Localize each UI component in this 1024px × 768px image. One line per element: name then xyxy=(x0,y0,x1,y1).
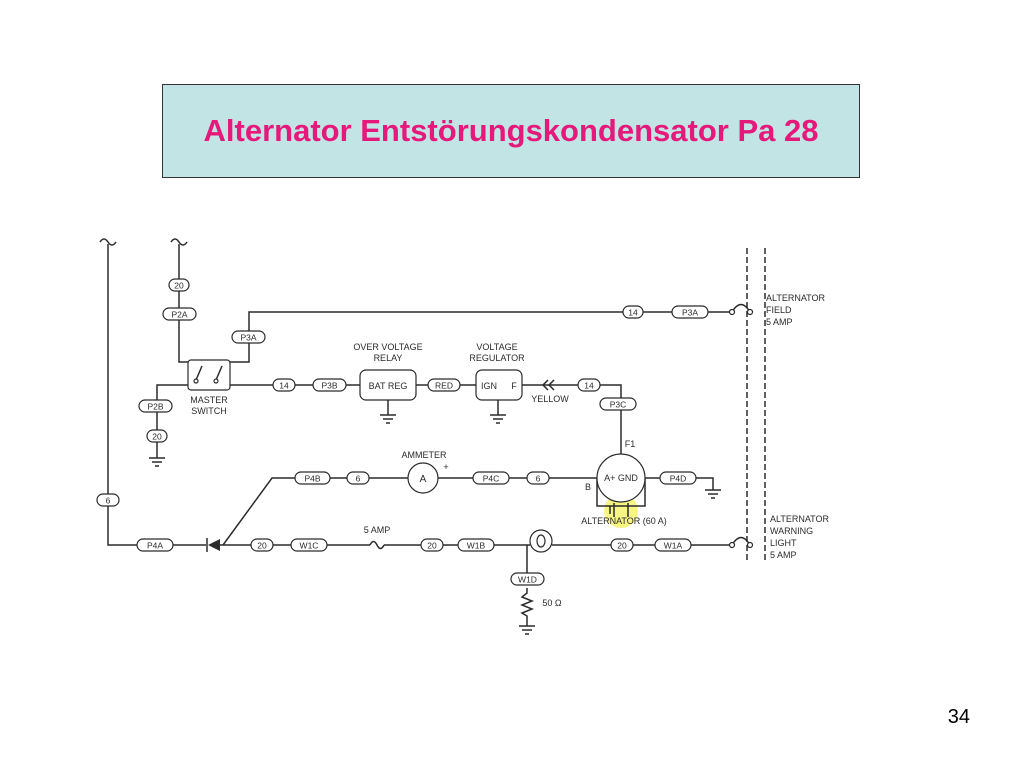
ammeter-label: AMMETER xyxy=(402,450,448,460)
wire-tag: P3A xyxy=(231,330,266,344)
svg-text:20: 20 xyxy=(152,432,162,442)
wire-tag: W1A xyxy=(654,538,692,552)
voltage-regulator: VOLTAGE REGULATOR IGN F YELLOW xyxy=(469,342,569,404)
wire-tags: 20 P2A P3A 14 P3A 14 P3B RED 14 P3C P2B … xyxy=(96,278,709,586)
svg-text:P4D: P4D xyxy=(670,474,687,484)
alternator-highlight xyxy=(604,494,638,528)
svg-text:14: 14 xyxy=(279,381,289,391)
svg-text:6: 6 xyxy=(356,474,361,484)
wire-tag: 20 xyxy=(610,538,634,552)
fuse: 5 AMP xyxy=(364,525,391,550)
svg-text:P3B: P3B xyxy=(321,381,337,391)
warning-label-1: ALTERNATOR xyxy=(770,514,830,524)
page-number: 34 xyxy=(947,706,970,728)
wire-tag: 20 xyxy=(168,278,190,292)
wire-tag: P4B xyxy=(294,471,331,485)
svg-text:6: 6 xyxy=(106,496,111,506)
ground-symbols xyxy=(149,414,721,635)
wire-tag: P4C xyxy=(472,471,510,485)
svg-text:W1C: W1C xyxy=(300,541,319,551)
wire-tag: P3A xyxy=(671,305,709,319)
resistor-label: 50 Ω xyxy=(542,598,562,608)
wire-tag: W1C xyxy=(290,538,328,552)
alternator-label: ALTERNATOR (60 A) xyxy=(581,516,667,526)
wire-tag: P3B xyxy=(312,378,347,392)
svg-text:20: 20 xyxy=(427,541,437,551)
wire-tag: 14 xyxy=(622,305,644,319)
field-label-1: ALTERNATOR xyxy=(766,293,826,303)
ovr-label-2: RELAY xyxy=(374,353,403,363)
wire-tag: 20 xyxy=(250,538,274,552)
vreg-label-1: VOLTAGE xyxy=(476,342,517,352)
wires xyxy=(99,238,732,626)
svg-text:W1D: W1D xyxy=(518,575,537,585)
breaker-labels: ALTERNATOR FIELD 5 AMP ALTERNATOR WARNIN… xyxy=(766,293,830,560)
master-switch-label-2: SWITCH xyxy=(191,406,227,416)
wire-tag: P4A xyxy=(136,538,174,552)
wire-tag: 6 xyxy=(96,493,120,507)
svg-text:RED: RED xyxy=(435,381,453,391)
svg-text:14: 14 xyxy=(628,308,638,318)
wire-tag: 14 xyxy=(272,378,296,392)
svg-text:P3A: P3A xyxy=(682,308,698,318)
alt-terminal-label: A+ GND xyxy=(604,473,638,483)
alternator: F1 A+ GND B ALTERNATOR (60 A) xyxy=(581,439,667,526)
ammeter-symbol: A xyxy=(420,474,427,485)
over-voltage-relay: OVER VOLTAGE RELAY BAT REG xyxy=(353,342,423,401)
fuse-label: 5 AMP xyxy=(364,525,391,535)
svg-text:20: 20 xyxy=(257,541,267,551)
warning-lamp xyxy=(529,529,553,553)
wire-tag: W1D xyxy=(510,572,545,586)
bat-reg-label: BAT REG xyxy=(369,381,408,391)
svg-text:6: 6 xyxy=(536,474,541,484)
wire-tag: 20 xyxy=(146,429,168,443)
wire-tag: W1B xyxy=(457,538,495,552)
title-box: Alternator Entstörungskondensator Pa 28 xyxy=(162,84,860,178)
master-switch: MASTER SWITCH xyxy=(187,359,231,416)
wire-tag: P3C xyxy=(599,397,637,411)
wire-tag: P2B xyxy=(138,399,173,413)
svg-text:P4C: P4C xyxy=(483,474,500,484)
warning-label-4: 5 AMP xyxy=(770,550,797,560)
field-label-3: 5 AMP xyxy=(766,317,793,327)
wire-tag: P2A xyxy=(162,307,197,321)
vreg-label-2: REGULATOR xyxy=(469,353,525,363)
slide-title: Alternator Entstörungskondensator Pa 28 xyxy=(203,113,819,148)
wire-tag: 20 xyxy=(420,538,444,552)
svg-text:W1A: W1A xyxy=(664,541,683,551)
warning-label-3: LIGHT xyxy=(770,538,797,548)
yellow-label: YELLOW xyxy=(531,394,569,404)
svg-text:14: 14 xyxy=(584,381,594,391)
svg-text:P3C: P3C xyxy=(610,400,627,410)
ign-label: IGN xyxy=(481,381,497,391)
diode xyxy=(206,538,220,552)
breaker-panel xyxy=(728,248,766,562)
svg-text:P4A: P4A xyxy=(147,541,163,551)
field-label-2: FIELD xyxy=(766,305,792,315)
svg-text:P3A: P3A xyxy=(240,333,256,343)
wire-tag: RED xyxy=(427,378,461,392)
svg-text:P2A: P2A xyxy=(171,310,187,320)
wire-tag: P4D xyxy=(659,471,697,485)
wire-tag: 6 xyxy=(346,471,370,485)
svg-text:W1B: W1B xyxy=(467,541,486,551)
f1-label: F1 xyxy=(625,439,636,449)
wire-tag: 14 xyxy=(577,378,601,392)
f-terminal-label: F xyxy=(511,381,517,391)
master-switch-label-1: MASTER xyxy=(190,395,228,405)
svg-text:20: 20 xyxy=(174,281,184,291)
ammeter: AMMETER A + xyxy=(402,450,449,494)
svg-text:P2B: P2B xyxy=(147,402,163,412)
ovr-label-1: OVER VOLTAGE xyxy=(353,342,422,352)
b-terminal-label: B xyxy=(585,482,591,492)
warning-label-2: WARNING xyxy=(770,526,813,536)
svg-text:20: 20 xyxy=(617,541,627,551)
wire-tag: 6 xyxy=(526,471,550,485)
ammeter-plus: + xyxy=(443,462,448,472)
svg-text:P4B: P4B xyxy=(304,474,320,484)
